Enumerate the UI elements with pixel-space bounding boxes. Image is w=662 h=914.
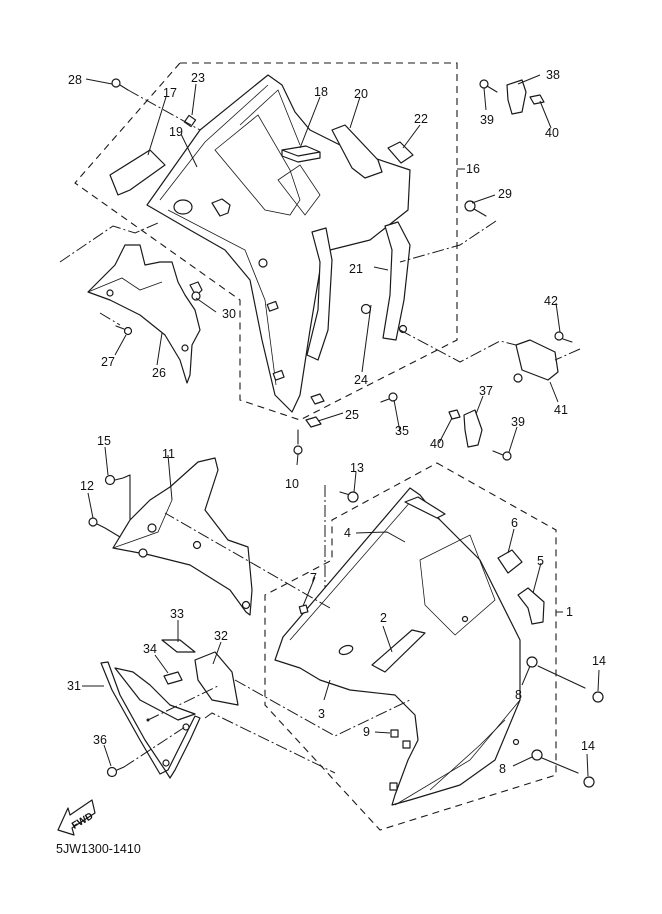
callout-8b: 8: [499, 762, 506, 776]
part-13-screw: [339, 491, 359, 503]
bracket-41-group: [513, 331, 581, 383]
part-33-strip: [161, 639, 196, 653]
callout-9: 9: [363, 725, 370, 739]
cowl-3-guide: [164, 512, 331, 609]
lower-cowling-3: [274, 487, 521, 806]
part-12-screw: [88, 517, 121, 538]
callout-20: 20: [354, 87, 368, 101]
part-27-screw: [115, 325, 133, 336]
part-10-screw: [293, 429, 303, 455]
callout-3: 3: [318, 707, 325, 721]
callout-39a: 39: [480, 113, 494, 127]
bracket-38-group: [479, 79, 545, 115]
callout-40a: 40: [545, 126, 559, 140]
part-32-cover: [194, 651, 239, 706]
callout-11: 11: [162, 447, 175, 461]
callout-38: 38: [546, 68, 560, 82]
part-25-nut: [305, 416, 322, 428]
callout-21: 21: [349, 262, 363, 276]
callout-25: 25: [345, 408, 359, 422]
callout-40b: 40: [430, 437, 444, 451]
callout-33: 33: [170, 607, 184, 621]
callout-32: 32: [214, 629, 228, 643]
callout-15: 15: [97, 434, 111, 448]
part-29-bolt: [399, 200, 497, 263]
part-8-grommet-b: [531, 749, 543, 761]
part-23-clip: [183, 114, 197, 128]
part-24-grommet: [360, 303, 372, 315]
callout-leaders: [82, 74, 600, 777]
callout-23: 23: [191, 71, 205, 85]
callout-26: 26: [152, 366, 166, 380]
callout-1: 1: [566, 605, 573, 619]
callout-30: 30: [222, 307, 236, 321]
callout-22: 22: [414, 112, 428, 126]
callout-28: 28: [68, 73, 82, 87]
callout-36: 36: [93, 733, 107, 747]
callout-39b: 39: [511, 415, 525, 429]
callout-10: 10: [285, 477, 299, 491]
inner-panel-19: [146, 74, 411, 413]
part-21-strip: [382, 221, 411, 341]
callout-24: 24: [354, 373, 368, 387]
panel-26-guide: [59, 222, 159, 263]
callout-14a: 14: [592, 654, 606, 668]
callout-8a: 8: [515, 688, 522, 702]
part-30-rivet: [189, 281, 203, 301]
callout-35: 35: [395, 424, 409, 438]
callout-19: 19: [169, 125, 183, 139]
callout-18: 18: [314, 85, 328, 99]
part-36-screw: [106, 726, 186, 778]
part-5-bracket: [517, 587, 545, 625]
callout-37: 37: [479, 384, 493, 398]
part-14-screw-b: [541, 757, 595, 788]
bracket-41-guide: [399, 329, 517, 363]
part-18-pad: [281, 145, 321, 163]
callout-2: 2: [380, 611, 387, 625]
callout-13: 13: [350, 461, 364, 475]
part-8-grommet-a: [526, 656, 538, 668]
part-4-strip: [404, 496, 446, 519]
part-14-screw-a: [537, 665, 604, 703]
callout-6: 6: [511, 516, 518, 530]
side-panel-31: [100, 661, 201, 779]
side-panel-26: [87, 244, 201, 384]
part-21-strip-b: [306, 227, 333, 361]
part-9-clip: [390, 729, 399, 738]
panel-31-guide: [204, 712, 336, 774]
part-34-pad: [163, 671, 183, 685]
callout-17: 17: [163, 86, 177, 100]
callout-12: 12: [80, 479, 94, 493]
part-20-bracket: [331, 124, 383, 179]
diagram-code: 5JW1300-1410: [56, 842, 141, 856]
callout-7: 7: [310, 571, 317, 585]
part-15-rivet: [104, 474, 131, 521]
fwd-arrow-icon: FWD: [57, 799, 96, 836]
bracket-37-group: [380, 392, 512, 461]
part-6-block: [497, 549, 523, 574]
part-28-screw: [111, 78, 201, 131]
callout-4: 4: [344, 526, 351, 540]
callout-31: 31: [67, 679, 81, 693]
callout-27: 27: [101, 355, 115, 369]
part-17-strip: [109, 149, 166, 196]
callout-labels: 28 23 17 19 18 20 22 16 29 38 39 40 21 2…: [67, 68, 606, 776]
callout-16: 16: [466, 162, 480, 176]
callout-34: 34: [143, 642, 157, 656]
part-7-clip: [298, 604, 309, 615]
callout-42: 42: [544, 294, 558, 308]
callout-29: 29: [498, 187, 512, 201]
callout-14b: 14: [581, 739, 595, 753]
callout-5: 5: [537, 554, 544, 568]
inner-panel-11: [112, 457, 253, 616]
part-22-block: [387, 141, 414, 164]
callout-41: 41: [554, 403, 568, 417]
